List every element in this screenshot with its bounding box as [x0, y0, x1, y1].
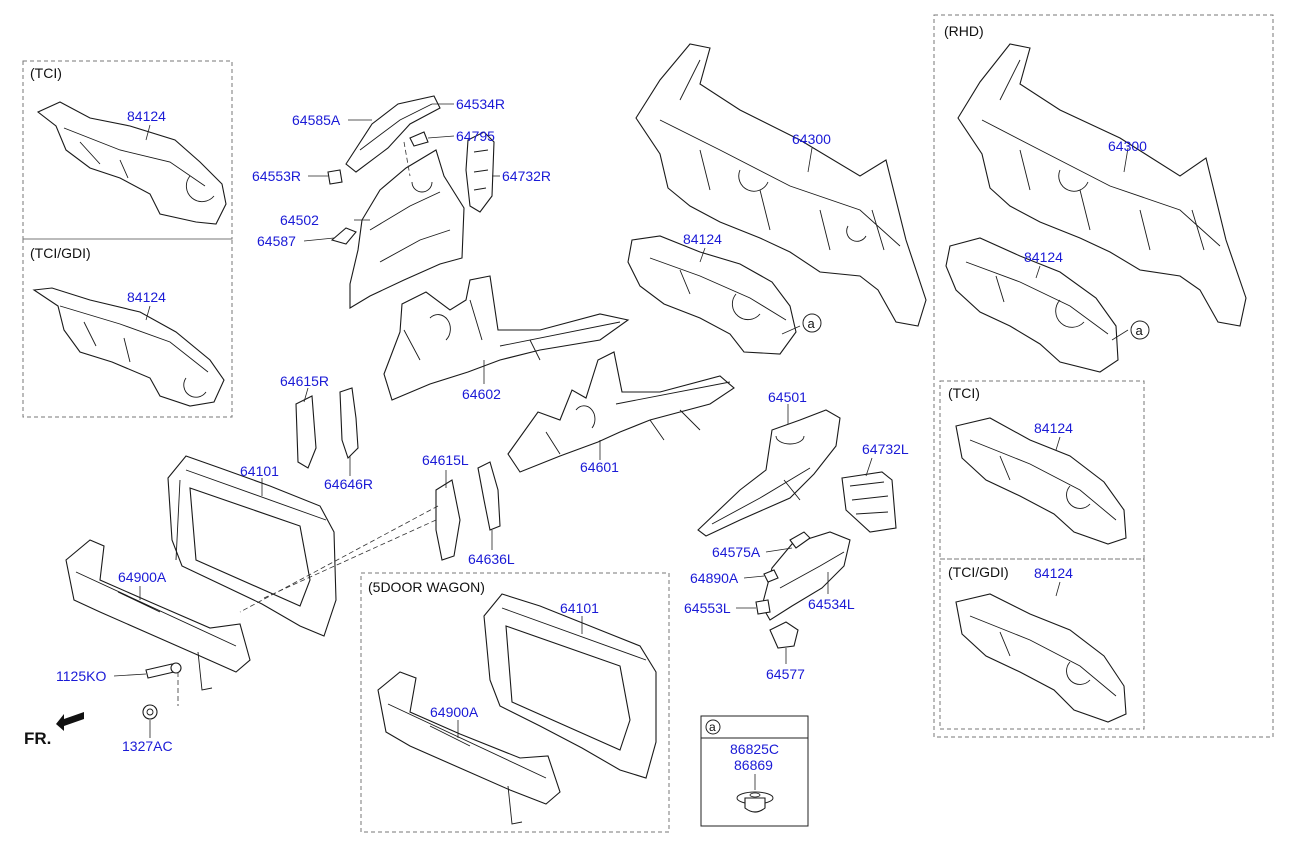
tci-gdi-right-box: [939, 558, 1145, 730]
tci-left-title: (TCI): [30, 65, 62, 81]
label-64732r[interactable]: 64732R: [502, 168, 551, 184]
label-64534l[interactable]: 64534L: [808, 596, 855, 612]
tci-right-title: (TCI): [948, 385, 980, 401]
label-64300-rhd[interactable]: 64300: [1108, 138, 1147, 154]
tci-gdi-left-box: [22, 238, 233, 418]
label-64615r[interactable]: 64615R: [280, 373, 329, 389]
detail-a-callout-rhd[interactable]: a: [1130, 320, 1150, 340]
bracket-64587: [330, 227, 357, 245]
clip-64795: [409, 131, 429, 147]
label-1125ko[interactable]: 1125KO: [56, 668, 106, 684]
front-arrow-icon: [56, 712, 84, 731]
leader-lines: [113, 103, 1129, 738]
label-64553l[interactable]: 64553L: [684, 600, 731, 616]
dash-panel-rhd: [957, 43, 1247, 327]
label-64601[interactable]: 64601: [580, 459, 619, 475]
apron-panel-64732l: [841, 471, 897, 533]
fender-apron-64501: [697, 409, 841, 537]
member-64534l: [761, 531, 851, 621]
label-64890a[interactable]: 64890A: [690, 570, 739, 586]
label-84124-tci-gdi-right[interactable]: 84124: [1034, 565, 1073, 581]
rhd-box: [933, 14, 1274, 738]
dash-insulator-tci-left: [36, 101, 227, 225]
label-64615l[interactable]: 64615L: [422, 452, 469, 468]
dash-insulator-rhd: [945, 237, 1119, 373]
label-64900a-wagon[interactable]: 64900A: [430, 704, 479, 720]
label-84124-tci-gdi-left[interactable]: 84124: [127, 289, 166, 305]
label-1327ac[interactable]: 1327AC: [122, 738, 173, 754]
dash-insulator-center: [627, 235, 797, 355]
bracket-64646r: [339, 387, 359, 460]
bracket-64577: [769, 621, 799, 649]
dash-insulator-tci-gdi-right: [955, 593, 1127, 723]
assembly-line-1: [403, 141, 411, 177]
side-member-64602: [383, 275, 630, 401]
label-64795[interactable]: 64795: [456, 128, 495, 144]
fastener-clip-icon: [736, 791, 774, 813]
label-84124-tci-right[interactable]: 84124: [1034, 420, 1073, 436]
label-64646r[interactable]: 64646R: [324, 476, 373, 492]
label-64553r[interactable]: 64553R: [252, 168, 301, 184]
label-64732l[interactable]: 64732L: [862, 441, 909, 457]
label-64636l[interactable]: 64636L: [468, 551, 515, 567]
label-64501[interactable]: 64501: [768, 389, 807, 405]
bracket-64553r: [327, 169, 343, 185]
bracket-64615l: [435, 479, 461, 561]
member-64534r: [345, 95, 441, 173]
tci-left-box: [22, 60, 233, 240]
detail-a-table: a 86825C 86869: [700, 715, 809, 827]
label-64602[interactable]: 64602: [462, 386, 501, 402]
tci-gdi-left-title: (TCI/GDI): [30, 245, 91, 261]
bracket-64553l: [755, 599, 771, 615]
five-door-wagon-title: (5DOOR WAGON): [368, 579, 485, 595]
apron-panel-64732r: [465, 131, 495, 213]
detail-a-marker-rhd: a: [1136, 323, 1144, 338]
bracket-64615r: [295, 395, 317, 469]
detail-a-marker-center: a: [808, 316, 816, 331]
label-64300-center[interactable]: 64300: [792, 131, 831, 147]
dash-insulator-tci-right: [955, 417, 1127, 545]
clip-64890a: [763, 569, 779, 583]
front-direction-label: FR.: [24, 729, 51, 748]
bracket-64636l: [477, 461, 501, 531]
fender-apron-64502: [349, 149, 465, 309]
radiator-support-main: [167, 455, 337, 637]
nut-1327ac: [142, 704, 158, 720]
detail-a-table-marker: a: [709, 720, 716, 734]
label-84124-tci-left[interactable]: 84124: [127, 108, 166, 124]
label-84124-center[interactable]: 84124: [683, 231, 722, 247]
front-direction-indicator: FR.: [24, 712, 84, 748]
label-64577[interactable]: 64577: [766, 666, 805, 682]
label-86869[interactable]: 86869: [734, 757, 773, 773]
label-84124-rhd[interactable]: 84124: [1024, 249, 1063, 265]
side-member-64601: [507, 351, 735, 473]
tci-gdi-right-title: (TCI/GDI): [948, 564, 1009, 580]
label-86825c[interactable]: 86825C: [730, 741, 779, 757]
label-64575a[interactable]: 64575A: [712, 544, 761, 560]
bumper-rail-wagon: [377, 671, 561, 825]
five-door-wagon-box: [360, 572, 670, 833]
rhd-title: (RHD): [944, 23, 984, 39]
label-64585a[interactable]: 64585A: [292, 112, 341, 128]
detail-a-callout-center[interactable]: a: [802, 313, 822, 333]
bumper-rail-main: [65, 539, 251, 691]
label-64502[interactable]: 64502: [280, 212, 319, 228]
label-64534r[interactable]: 64534R: [456, 96, 505, 112]
label-64900a-main[interactable]: 64900A: [118, 569, 167, 585]
label-64587[interactable]: 64587: [257, 233, 296, 249]
bolt-1125ko: [145, 662, 182, 679]
label-64101-main[interactable]: 64101: [240, 463, 279, 479]
radiator-support-wagon: [483, 593, 657, 779]
bracket-64575a: [789, 531, 811, 549]
dash-insulator-tci-gdi-left: [32, 287, 225, 407]
label-64101-wagon[interactable]: 64101: [560, 600, 599, 616]
dash-panel-center: [635, 43, 927, 327]
